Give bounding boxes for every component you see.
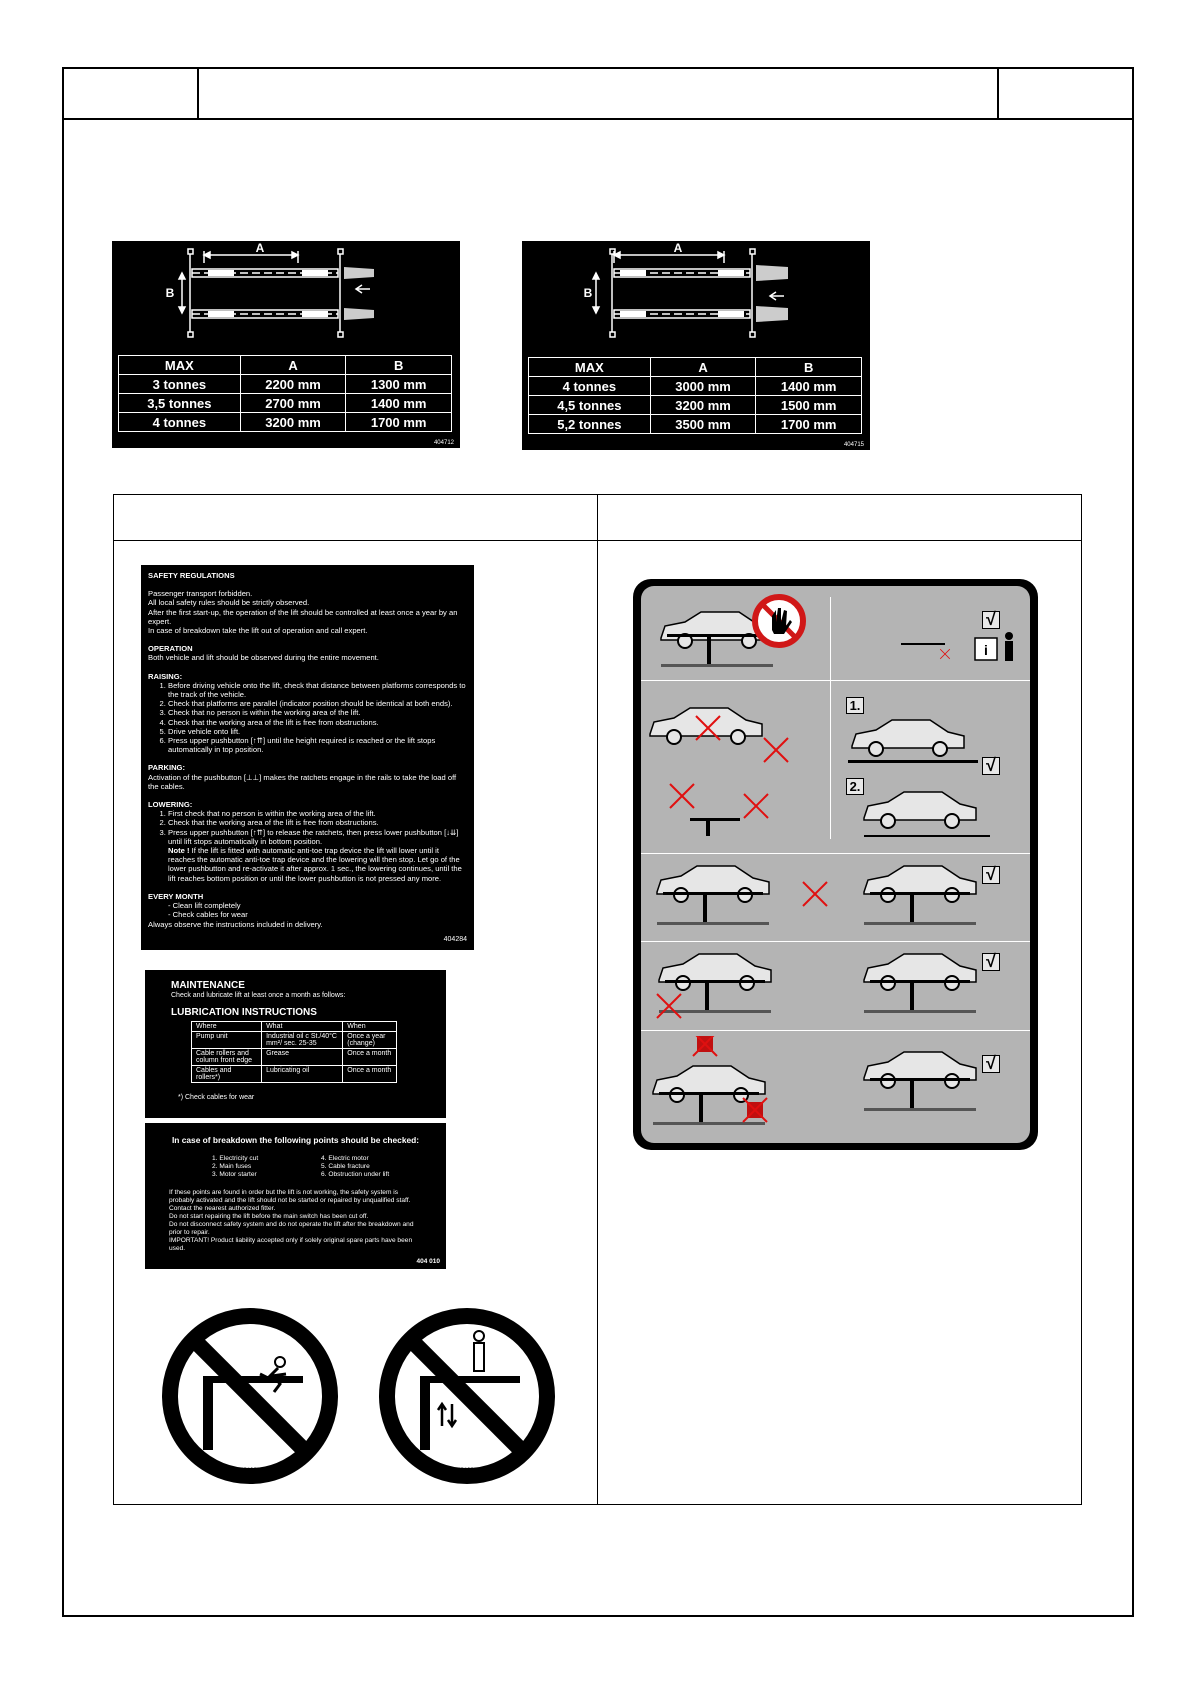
dimension-b-label: B xyxy=(584,286,593,300)
no-obstruction-icon xyxy=(656,865,828,925)
svg-text:404202: 404202 xyxy=(457,1468,478,1474)
no-person-under-lift-icon xyxy=(656,953,772,1019)
no-person-in-car-icon xyxy=(649,707,789,763)
breakdown-title: In case of breakdown the following point… xyxy=(171,1135,420,1145)
maintenance-label: MAINTENANCE Check and lubricate lift at … xyxy=(145,970,446,1118)
check-icon: √ xyxy=(982,756,1000,775)
breakdown-checklist-right: 4. Electric motor 5. Cable fracture 6. O… xyxy=(321,1155,390,1178)
panel-row-divider xyxy=(641,941,1030,942)
check-icon: √ xyxy=(982,952,1000,971)
label-code: 404712 xyxy=(433,440,454,446)
panel-row-divider xyxy=(641,853,1030,854)
page-frame xyxy=(62,67,1134,1617)
check-icon: √ xyxy=(982,1054,1000,1073)
no-objects-under-lift-icon xyxy=(652,1036,768,1125)
header-divider-right xyxy=(997,67,999,120)
panel-column-divider xyxy=(830,597,831,839)
breakdown-notes: If these points are found in order but t… xyxy=(169,1189,414,1252)
content-table-header-line xyxy=(113,540,1082,541)
dimension-a-label: A xyxy=(674,241,683,255)
svg-text:i: i xyxy=(984,642,988,658)
dimension-b-label: B xyxy=(166,286,175,300)
no-standing-under-lift-sign: 404202 xyxy=(372,1300,562,1492)
panel-row-divider xyxy=(641,1030,1030,1031)
lowering-steps: First check that no person is within the… xyxy=(148,809,467,846)
safety-title: SAFETY REGULATIONS xyxy=(148,571,235,580)
lift-dimension-diagram: A B xyxy=(584,241,788,338)
check-icon: √ xyxy=(982,610,1000,629)
no-person-on-lift-icon xyxy=(669,783,769,836)
step-number: 2. xyxy=(846,778,864,795)
dimension-a-label: A xyxy=(256,241,265,255)
check-icon: √ xyxy=(982,865,1000,884)
no-entry-hand-icon xyxy=(752,594,806,648)
maintenance-title: MAINTENANCE xyxy=(171,980,245,991)
prohibition-icon: 404202 xyxy=(379,1308,555,1484)
lubrication-title: LUBRICATION INSTRUCTIONS xyxy=(171,1007,317,1018)
label-code: 404 010 xyxy=(416,1258,441,1265)
breakdown-checklist-left: 1. Electricity cut 2. Main fuses 3. Moto… xyxy=(212,1155,259,1178)
header-band xyxy=(62,67,1134,120)
step-number: 1. xyxy=(846,697,864,714)
svg-text:404201: 404201 xyxy=(240,1468,261,1474)
label-code: 404284 xyxy=(443,935,467,943)
read-instructions-icon: i xyxy=(901,632,1013,661)
lift-dimension-diagram: A B xyxy=(166,241,374,338)
observe-lift-icon xyxy=(863,865,977,925)
lift-clear-icon xyxy=(863,1051,977,1111)
breakdown-label: In case of breakdown the following point… xyxy=(145,1123,446,1269)
panel-row-divider xyxy=(641,680,1030,681)
content-table-column-divider xyxy=(597,494,598,1505)
car-on-lift-icon xyxy=(863,791,990,837)
label-code: 404715 xyxy=(843,442,864,448)
prohibition-icon: 404201 xyxy=(162,1308,338,1484)
header-divider-left xyxy=(197,67,199,120)
no-riding-on-lift-sign: 404201 xyxy=(155,1300,345,1492)
check-platforms-icon xyxy=(848,719,978,763)
lift-clear-icon xyxy=(863,953,977,1013)
raising-steps: Before driving vehicle onto the lift, ch… xyxy=(148,681,467,755)
safety-regulations-label: SAFETY REGULATIONS Passenger transport f… xyxy=(141,565,474,950)
